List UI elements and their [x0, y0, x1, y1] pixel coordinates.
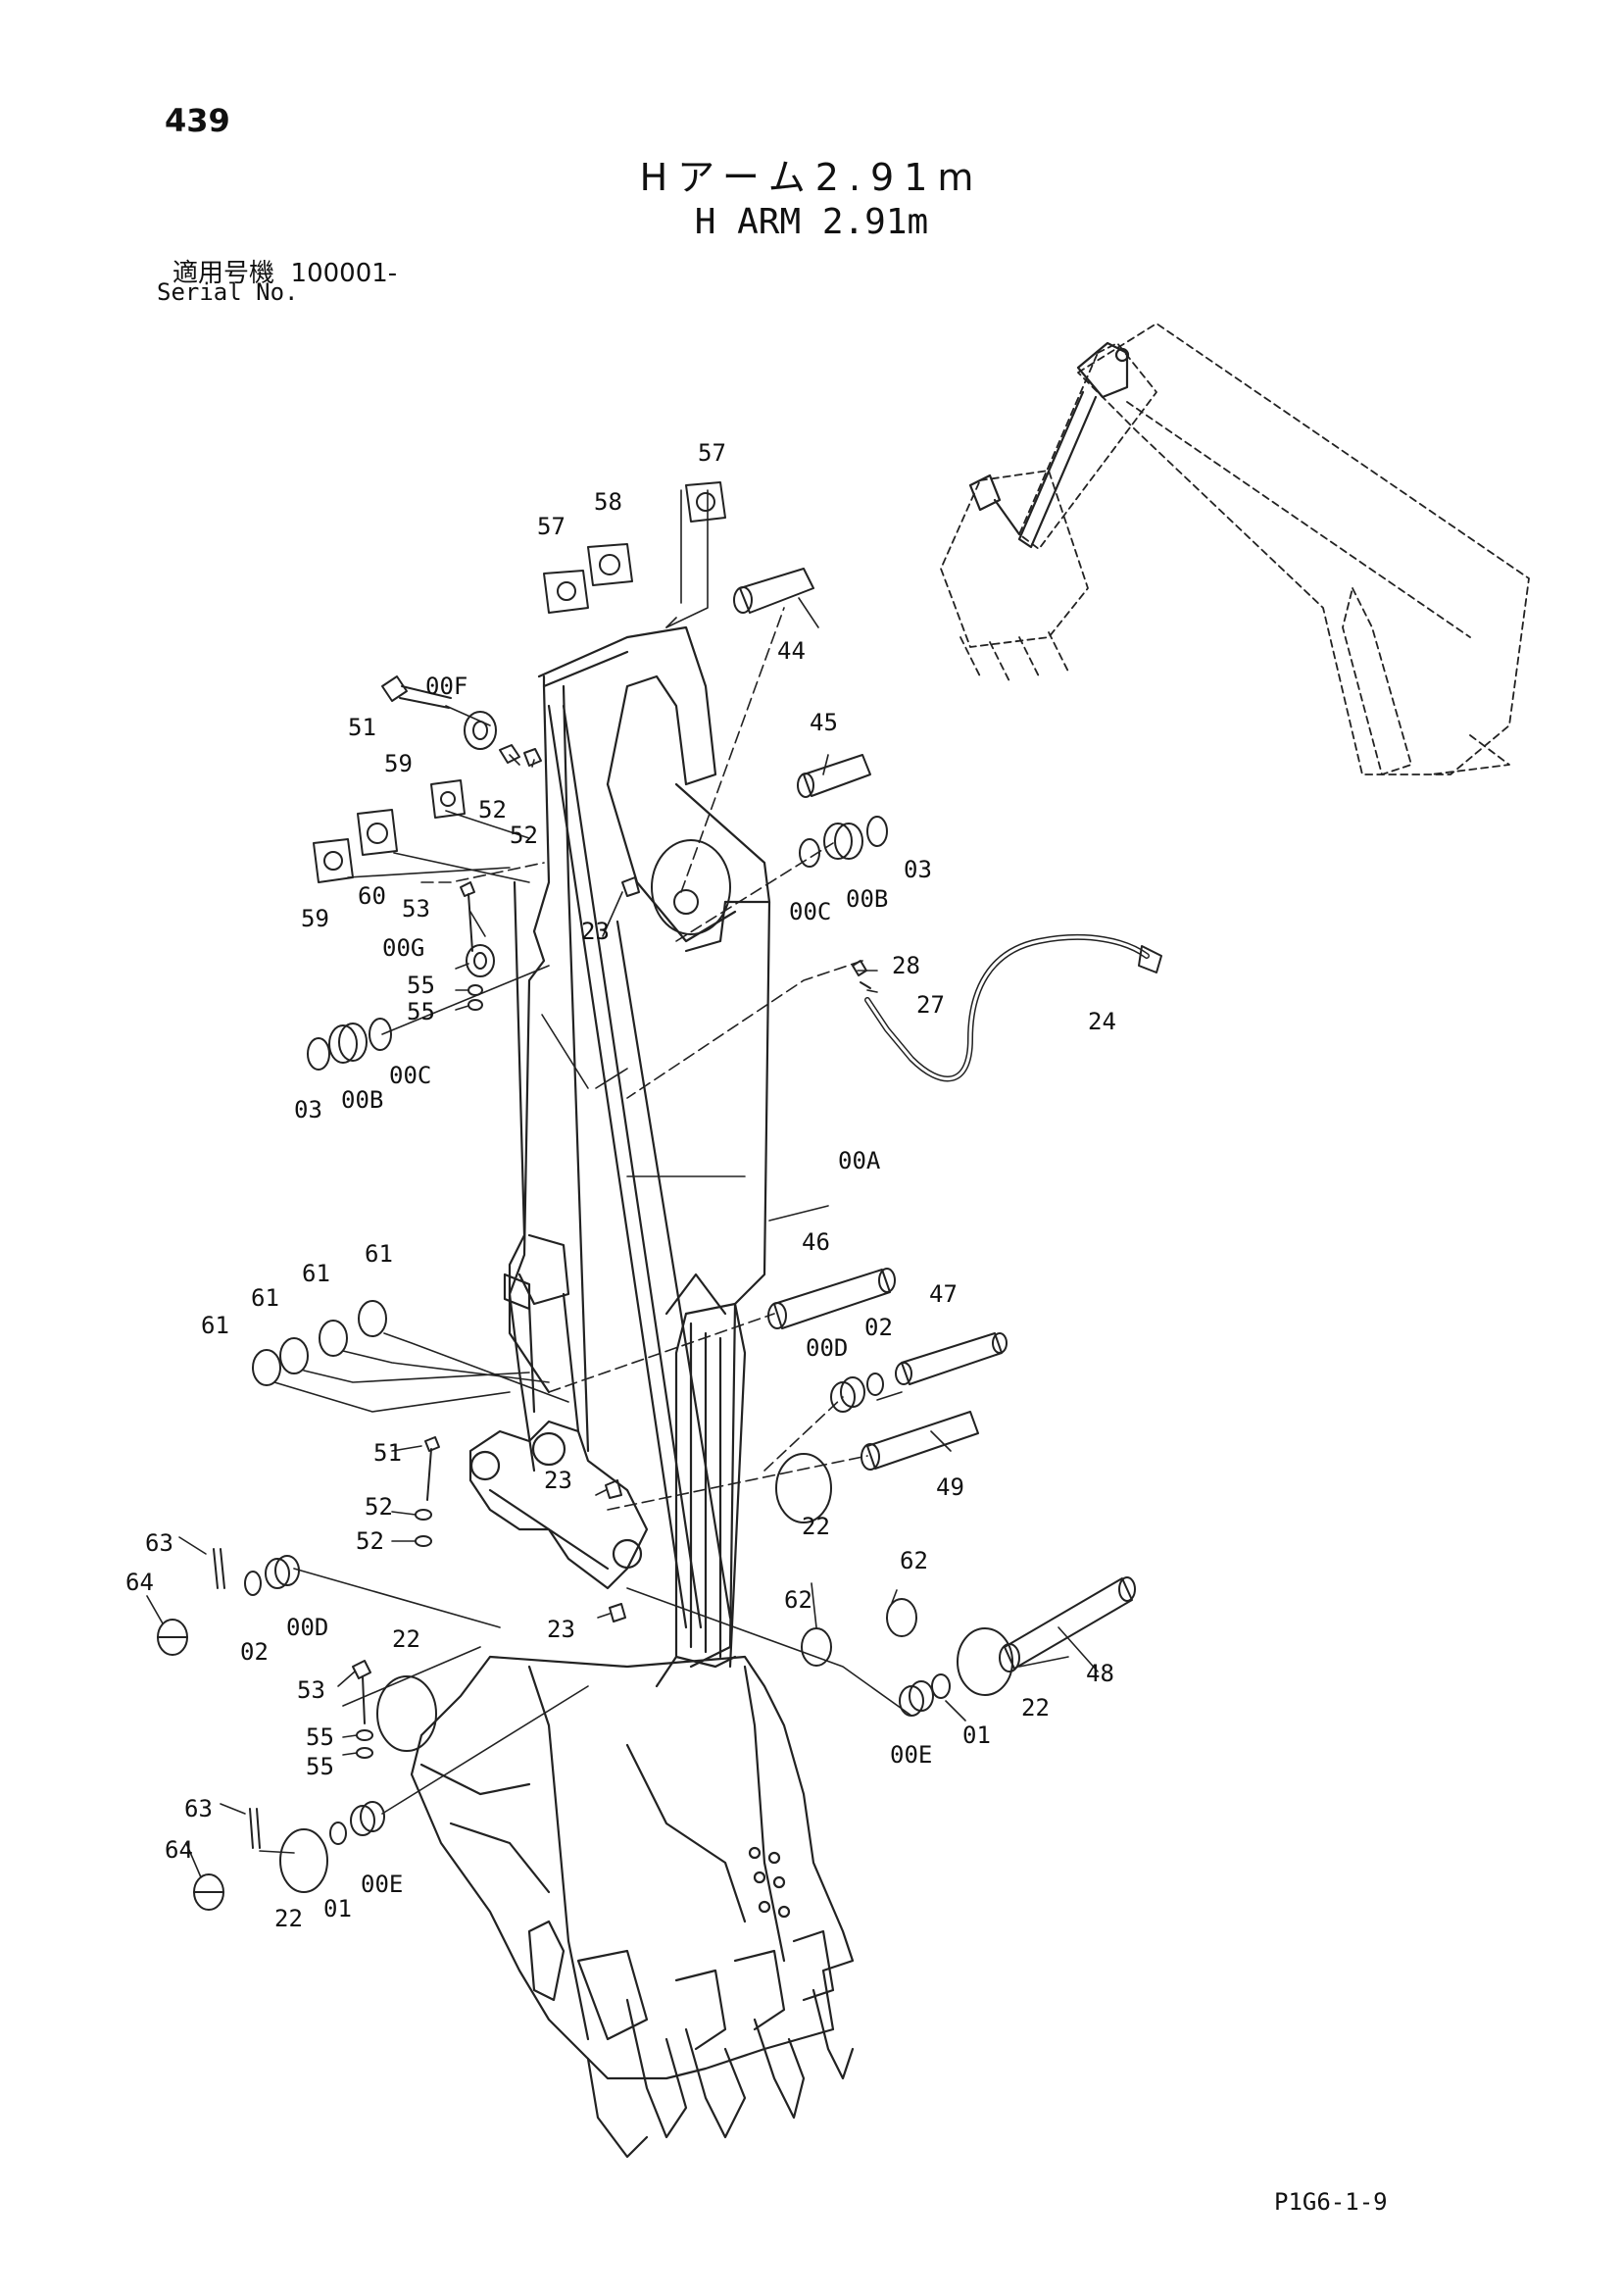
label-59: 59 — [301, 905, 329, 932]
label-00D: 00D — [806, 1334, 848, 1362]
label-63: 63 — [145, 1529, 173, 1557]
label-55: 55 — [407, 972, 435, 999]
label-52: 52 — [365, 1493, 393, 1521]
label-22: 22 — [274, 1905, 303, 1932]
label-00D: 00D — [286, 1614, 328, 1641]
serial-label-jp-text: 適用号機 — [172, 259, 275, 288]
label-45: 45 — [810, 709, 838, 736]
excavator-inset-solid-parts — [968, 341, 1130, 549]
excavator-inset-illustration — [940, 323, 1530, 775]
label-00A: 00A — [838, 1147, 881, 1174]
serial-label-english: Serial No. — [157, 278, 299, 306]
assembly-lines — [420, 607, 868, 1511]
label-60: 60 — [358, 882, 386, 910]
part-labels: 57 58 57 44 00F 51 52 52 59 45 59 60 00C… — [125, 439, 1116, 1932]
serial-label-japanese: 適用号機 100001- — [172, 253, 397, 289]
label-55: 55 — [407, 998, 435, 1025]
label-52: 52 — [510, 822, 538, 849]
label-51: 51 — [348, 714, 376, 741]
label-01: 01 — [962, 1722, 991, 1749]
label-52: 52 — [356, 1527, 384, 1555]
label-47: 47 — [929, 1280, 958, 1308]
label-00G: 00G — [382, 934, 424, 962]
label-64: 64 — [125, 1569, 154, 1596]
label-48: 48 — [1086, 1660, 1114, 1687]
label-23: 23 — [581, 918, 610, 945]
label-00B: 00B — [341, 1086, 383, 1114]
label-55: 55 — [306, 1723, 334, 1751]
label-51: 51 — [373, 1439, 402, 1467]
leader-lines — [146, 489, 1099, 1878]
label-27: 27 — [916, 991, 945, 1019]
label-57: 57 — [698, 439, 726, 467]
label-23: 23 — [547, 1616, 575, 1643]
label-62: 62 — [900, 1547, 928, 1574]
label-62: 62 — [784, 1586, 812, 1614]
label-61: 61 — [302, 1260, 330, 1287]
label-03: 03 — [294, 1096, 322, 1123]
document-code: P1G6-1-9 — [1274, 2188, 1388, 2216]
label-59: 59 — [384, 750, 413, 777]
serial-value: 100001- — [290, 259, 398, 288]
label-00B: 00B — [846, 885, 888, 913]
label-53: 53 — [402, 895, 430, 923]
label-24: 24 — [1088, 1008, 1116, 1035]
label-22: 22 — [802, 1513, 830, 1540]
label-22: 22 — [1021, 1694, 1050, 1722]
parts-shapes — [157, 481, 1162, 1911]
label-64: 64 — [165, 1836, 193, 1864]
label-23: 23 — [544, 1467, 572, 1494]
label-52: 52 — [478, 796, 507, 824]
label-55: 55 — [306, 1753, 334, 1780]
label-61: 61 — [201, 1312, 229, 1339]
label-01: 01 — [323, 1895, 352, 1922]
label-46: 46 — [802, 1228, 830, 1256]
label-49: 49 — [936, 1473, 964, 1501]
label-57: 57 — [537, 513, 566, 540]
label-00F: 00F — [425, 673, 467, 700]
label-28: 28 — [892, 952, 920, 979]
label-02: 02 — [864, 1314, 893, 1341]
page-number: 439 — [165, 102, 230, 139]
label-61: 61 — [365, 1240, 393, 1268]
title-japanese: Hアーム2.91m — [639, 156, 984, 199]
label-44: 44 — [777, 637, 806, 665]
label-00E: 00E — [361, 1871, 403, 1898]
label-00E: 00E — [890, 1741, 932, 1769]
label-00C: 00C — [789, 898, 831, 925]
label-22: 22 — [392, 1625, 420, 1653]
label-02: 02 — [240, 1638, 269, 1666]
bucket — [410, 1655, 855, 2159]
label-00C: 00C — [389, 1062, 431, 1089]
arm-body — [468, 625, 771, 1688]
label-58: 58 — [594, 488, 622, 516]
label-53: 53 — [297, 1676, 325, 1704]
title-english: H ARM 2.91m — [694, 202, 929, 242]
label-63: 63 — [184, 1795, 213, 1822]
label-03: 03 — [904, 856, 932, 883]
label-61: 61 — [251, 1284, 279, 1312]
